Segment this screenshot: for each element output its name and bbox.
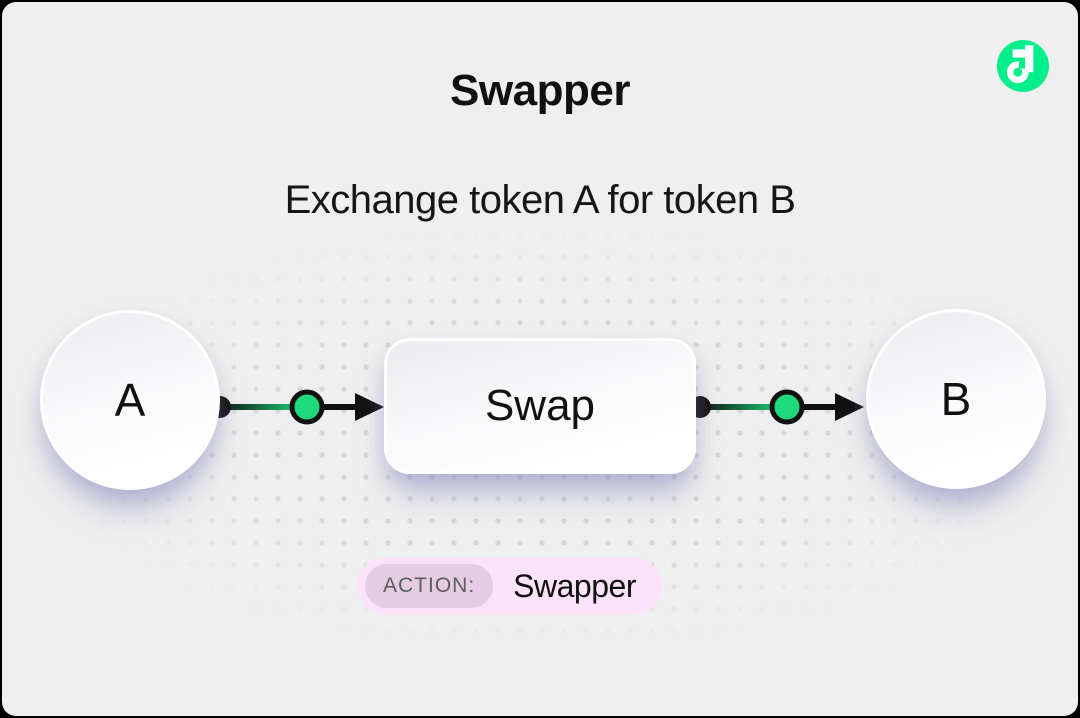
node-token-b-label: B <box>940 373 972 425</box>
action-badge: ACTION: Swapper <box>357 557 662 615</box>
action-badge-value: Swapper <box>513 567 636 604</box>
page-subtitle: Exchange token A for token B <box>284 178 796 222</box>
page-title: Swapper <box>450 66 630 115</box>
node-swap: Swap <box>384 338 696 474</box>
node-swap-label: Swap <box>484 381 596 430</box>
node-token-a-label: A <box>114 374 146 426</box>
node-token-b: B <box>866 309 1046 489</box>
action-badge-prefix: ACTION: <box>365 564 494 608</box>
node-token-a: A <box>40 310 220 490</box>
flow-logo-icon <box>997 40 1049 92</box>
